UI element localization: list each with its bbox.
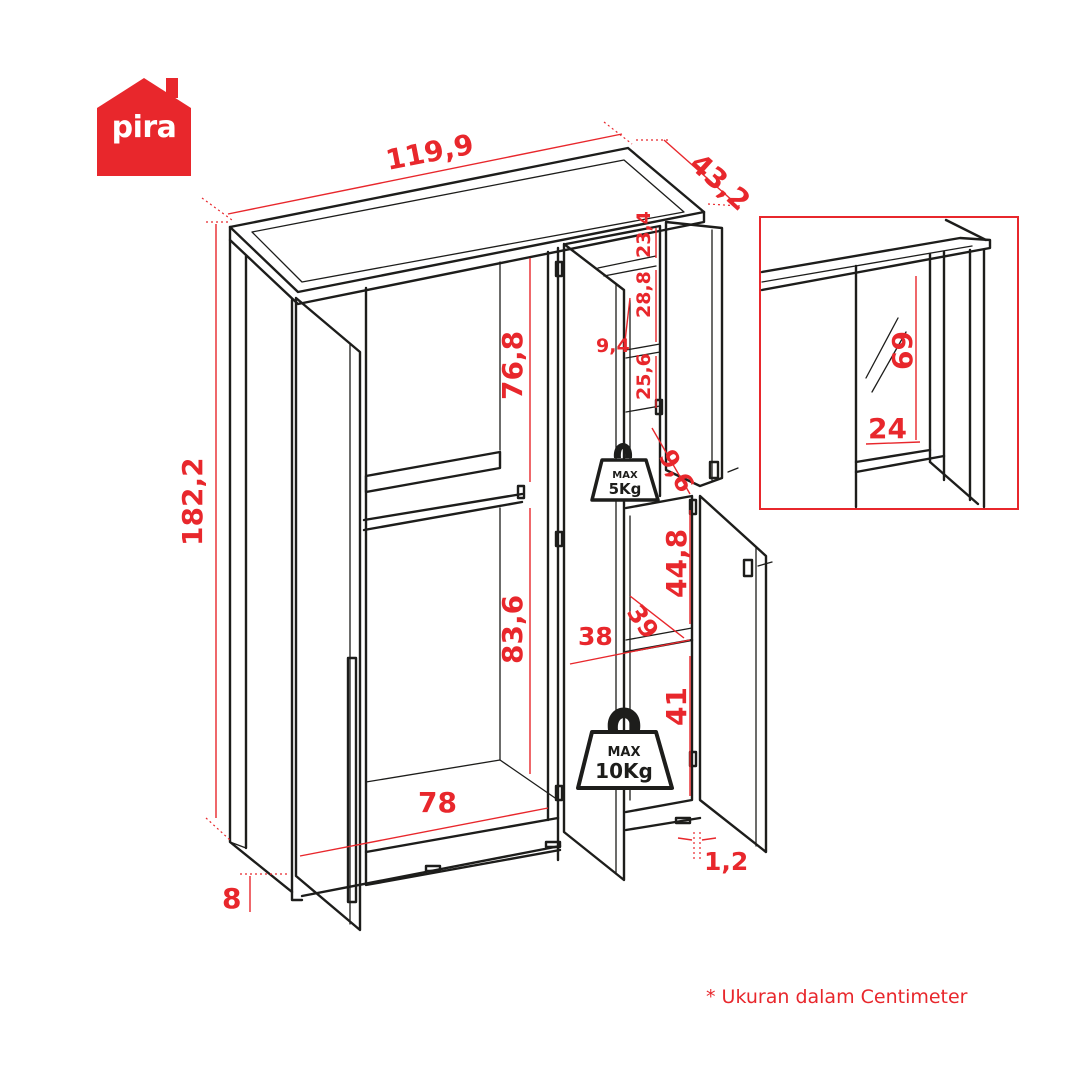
mirror-detail-inset: 69 24 bbox=[759, 216, 1019, 510]
dim-shelf-depth-label: 9,4 bbox=[596, 335, 630, 357]
weight-upper-value: 5Kg bbox=[609, 480, 642, 498]
weight-badge-lower: MAX 10Kg bbox=[576, 707, 674, 790]
weight-5kg-icon bbox=[613, 443, 633, 458]
unit-note: * Ukuran dalam Centimeter bbox=[706, 986, 968, 1008]
dim-door-thickness-label: 1,2 bbox=[704, 847, 748, 876]
weight-lower-value: 10Kg bbox=[595, 759, 653, 783]
dim-width-label: 119,9 bbox=[383, 128, 476, 177]
dim-mirror-width-label: 24 bbox=[868, 412, 907, 445]
dim-left-lower-label: 83,6 bbox=[496, 595, 529, 664]
brand-logo bbox=[94, 76, 194, 176]
dim-right-inner-depth-label: 39 bbox=[621, 599, 665, 644]
dim-left-upper-label: 76,8 bbox=[496, 331, 529, 400]
dim-right-inner-width-label: 38 bbox=[578, 622, 613, 651]
weight-lower-max: MAX bbox=[607, 745, 640, 760]
dim-right-lower-bottom-label: 41 bbox=[660, 687, 693, 726]
house-logo-icon bbox=[97, 78, 191, 176]
dim-right-lower-upper-label: 44,8 bbox=[660, 529, 693, 598]
brand-logo-text: pira bbox=[111, 110, 177, 145]
dim-right-shelf2-label: 28,8 bbox=[633, 271, 655, 318]
dim-left-width-label: 78 bbox=[418, 786, 457, 819]
dim-right-top-label: 23,4 bbox=[633, 211, 655, 258]
weight-upper-max: MAX bbox=[612, 470, 638, 481]
dim-right-shelf3-label: 25,6 bbox=[633, 353, 655, 400]
dimension-labels: 119,9 43,2 182,2 8 76,8 83,6 78 23,4 28,… bbox=[176, 128, 757, 915]
weight-10kg-icon bbox=[607, 707, 641, 730]
dim-mirror-height-label: 69 bbox=[886, 331, 919, 370]
dim-height-label: 182,2 bbox=[176, 457, 209, 546]
weight-badge-upper: MAX 5Kg bbox=[590, 443, 660, 502]
dimension-lines bbox=[201, 121, 741, 912]
dim-plinth-label: 8 bbox=[222, 882, 241, 915]
wardrobe-drawing bbox=[228, 146, 773, 932]
dim-depth-label: 43,2 bbox=[683, 147, 756, 218]
